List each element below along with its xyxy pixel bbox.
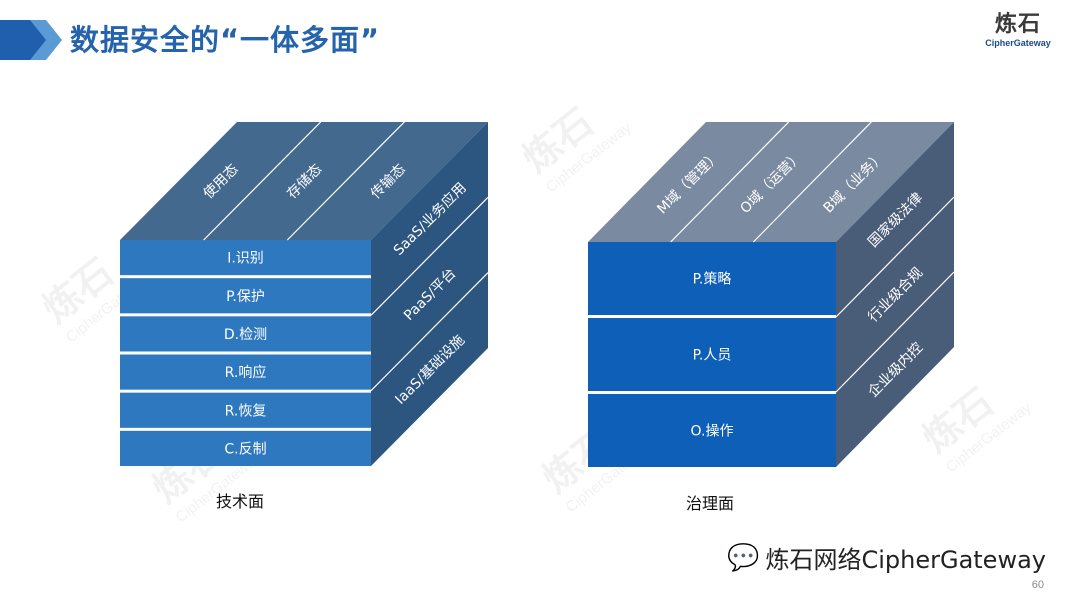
tech-front-row-label: I.识别 bbox=[227, 251, 264, 267]
tech-front-row bbox=[120, 278, 371, 314]
footer-brand-text: 炼石网络CipherGateway bbox=[765, 546, 1046, 574]
tech-front-row bbox=[120, 354, 371, 390]
tech-front-row-label: C.反制 bbox=[224, 441, 266, 457]
governance-side-divider bbox=[835, 196, 955, 318]
logo-mark: 炼石 bbox=[994, 12, 1041, 37]
page-title: 数据安全的“一体多面” bbox=[70, 23, 381, 57]
governance-cube: P.策略P.人员O.操作M域（管理）O域（运营）B域（业务）国家级法律行业级合规… bbox=[588, 121, 955, 467]
tech-front-row bbox=[120, 316, 371, 352]
tech-side-divider bbox=[370, 272, 489, 392]
governance-top-divider bbox=[752, 121, 872, 243]
tech-front-row bbox=[120, 240, 371, 276]
tech-side-face bbox=[371, 122, 488, 466]
governance-side-divider bbox=[835, 271, 955, 393]
governance-front-row bbox=[588, 394, 836, 467]
tech-front-row-label: R.恢复 bbox=[225, 402, 267, 419]
governance-front-row bbox=[588, 318, 836, 391]
tech-front-row bbox=[120, 392, 371, 428]
tech-face-caption: 技术面 bbox=[216, 492, 265, 511]
tech-top-face bbox=[120, 122, 488, 240]
tech-top-divider bbox=[286, 121, 405, 241]
governance-face-caption: 治理面 bbox=[686, 494, 735, 513]
page-number: 60 bbox=[1031, 579, 1044, 591]
governance-top-face bbox=[588, 122, 954, 242]
tech-front-row-label: R.响应 bbox=[225, 364, 267, 381]
tech-front-row-label: D.检测 bbox=[224, 327, 267, 343]
wechat-icon: 💬 bbox=[727, 542, 760, 573]
governance-front-row-label: O.操作 bbox=[691, 424, 734, 440]
tech-top-divider bbox=[203, 121, 322, 241]
header-arrow-icon bbox=[0, 20, 62, 60]
footer-brand: 💬 炼石网络CipherGateway bbox=[727, 540, 1046, 575]
governance-side-face bbox=[836, 122, 954, 467]
governance-front-row-label: P.人员 bbox=[693, 348, 732, 364]
governance-front-row bbox=[588, 242, 836, 315]
governance-front-row-label: P.策略 bbox=[693, 271, 732, 288]
logo-subtitle: CipherGateway bbox=[985, 38, 1051, 48]
tech-side-divider bbox=[370, 196, 489, 316]
tech-front-row-label: P.保护 bbox=[226, 289, 265, 305]
tech-cube: I.识别P.保护D.检测R.响应R.恢复C.反制使用态存储态传输态SaaS/业务… bbox=[120, 121, 489, 466]
tech-front-row bbox=[120, 430, 371, 466]
governance-top-divider bbox=[670, 121, 790, 243]
tech-front-face bbox=[120, 240, 371, 466]
brand-logo: 炼石 CipherGateway bbox=[978, 12, 1058, 48]
